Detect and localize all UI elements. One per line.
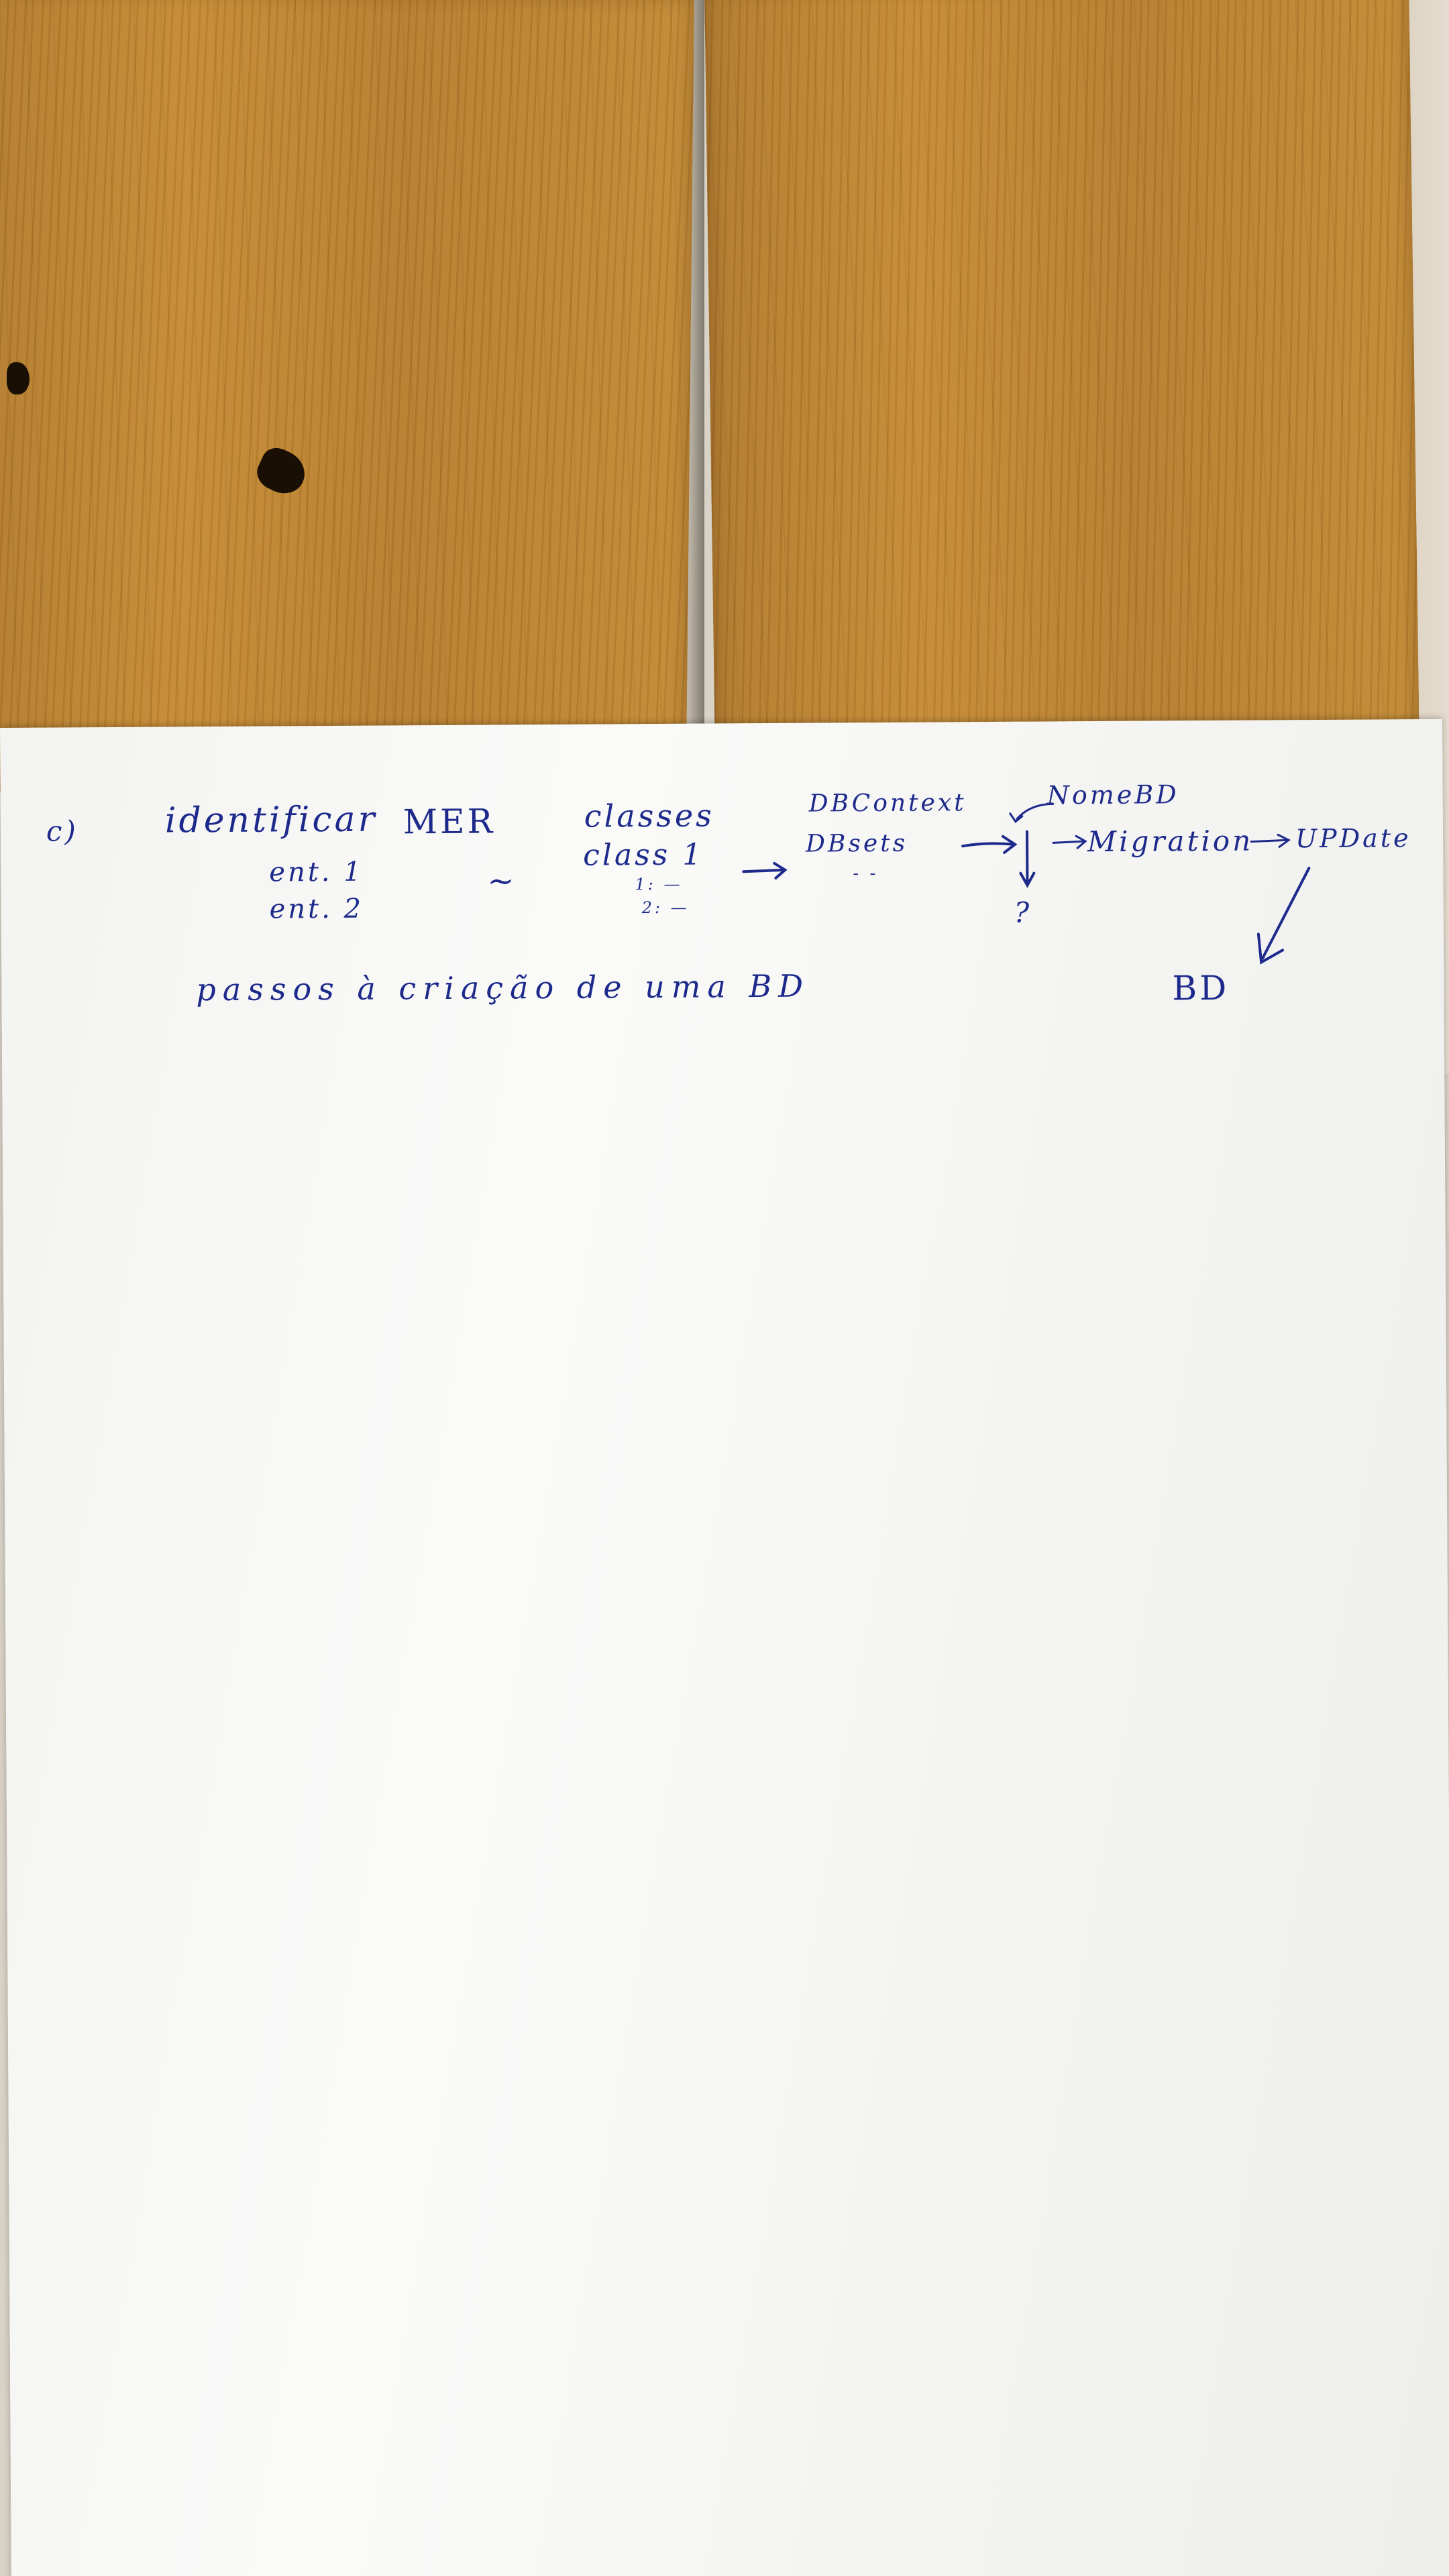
curved-arrow-icon bbox=[1009, 802, 1055, 823]
update-text: UPDate bbox=[1295, 823, 1411, 854]
wood-knot bbox=[7, 362, 30, 394]
dbcontext-text: DBContext bbox=[808, 789, 967, 818]
paper-sheet: c) identificar MER ent. 1 ent. 2 ~ class… bbox=[0, 718, 1449, 2576]
arrow-right-icon bbox=[1250, 833, 1291, 848]
dbsets-dash: - - bbox=[853, 863, 879, 884]
wood-plank-right bbox=[704, 0, 1420, 792]
item-label: c) bbox=[46, 814, 79, 848]
arrow-right-icon bbox=[1052, 835, 1087, 849]
steps-caption: passos à criação de uma BD bbox=[196, 967, 810, 1008]
arrow-down-icon bbox=[1019, 830, 1036, 888]
attr-line-1: 1: — bbox=[635, 874, 683, 894]
classes-heading: classes bbox=[584, 797, 714, 835]
class-line: class 1 bbox=[583, 837, 704, 873]
mer-text: MER bbox=[402, 802, 496, 842]
arrow-down-left-icon bbox=[1256, 867, 1311, 965]
bd-text: BD bbox=[1172, 968, 1230, 1008]
attr-line-2: 2: — bbox=[641, 898, 690, 918]
question-mark: ? bbox=[1014, 896, 1032, 929]
arrow-right-icon bbox=[742, 861, 788, 879]
nomebd-text: NomeBD bbox=[1046, 780, 1179, 810]
migration-text: Migration bbox=[1087, 824, 1254, 859]
identify-text: identificar bbox=[164, 799, 378, 841]
arrow-right-icon bbox=[961, 835, 1018, 854]
tilde-mark: ~ bbox=[487, 862, 517, 900]
entity-2: ent. 2 bbox=[269, 893, 364, 925]
dbsets-text: DBsets bbox=[805, 829, 908, 858]
entity-1: ent. 1 bbox=[269, 856, 364, 888]
wood-plank-left bbox=[0, 0, 694, 800]
